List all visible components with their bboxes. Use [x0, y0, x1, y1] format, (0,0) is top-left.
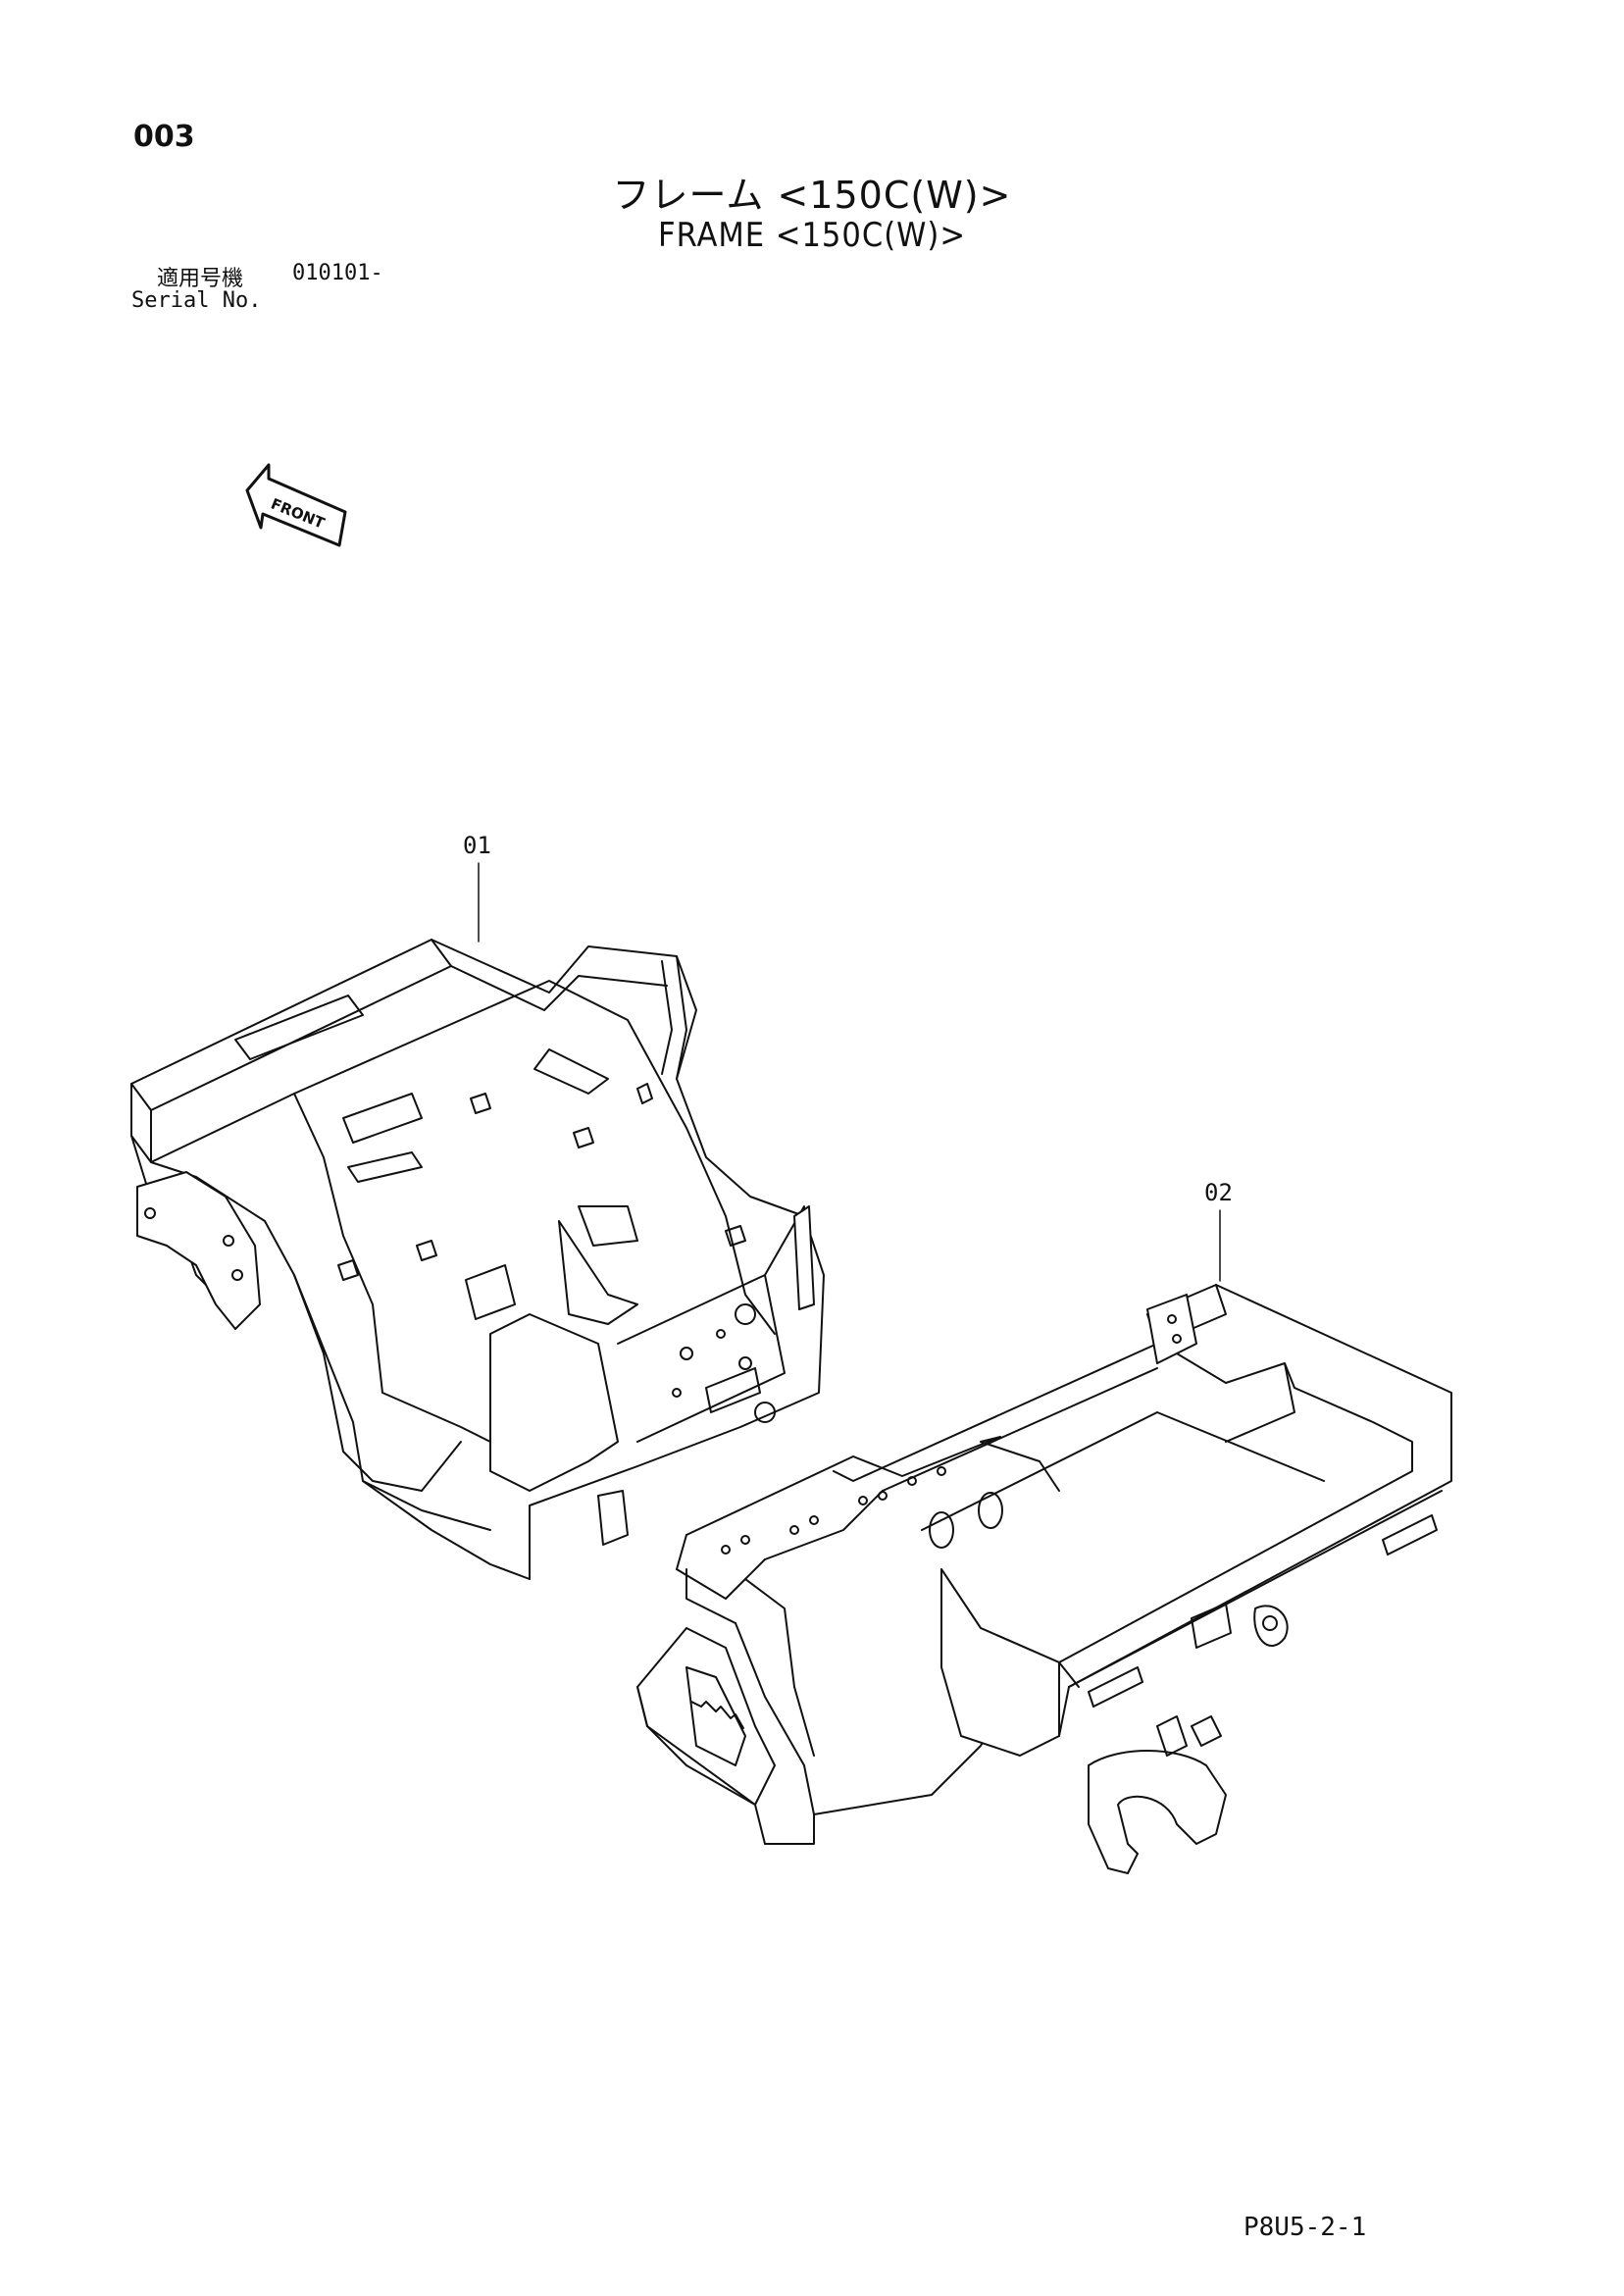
- callout-01-label: 01: [463, 832, 491, 859]
- serial-label-english: Serial No.: [131, 288, 262, 313]
- document-code: P8U5-2-1: [1243, 2213, 1367, 2242]
- front-arrow-icon: FRONT: [245, 463, 347, 547]
- callout-02-label: 02: [1204, 1179, 1233, 1206]
- callout-01: 01: [463, 832, 491, 943]
- part-02-frame: [636, 1284, 1452, 1874]
- callout-02: 02: [1204, 1179, 1233, 1282]
- title-japanese: フレーム <150C(W)>: [612, 174, 1012, 217]
- serial-range: 010101-: [292, 261, 383, 285]
- page-number: 003: [133, 120, 195, 154]
- serial-label-japanese: 適用号機: [157, 267, 244, 291]
- part-01-frame: [130, 939, 825, 1580]
- title-english: FRAME <150C(W)>: [658, 216, 966, 255]
